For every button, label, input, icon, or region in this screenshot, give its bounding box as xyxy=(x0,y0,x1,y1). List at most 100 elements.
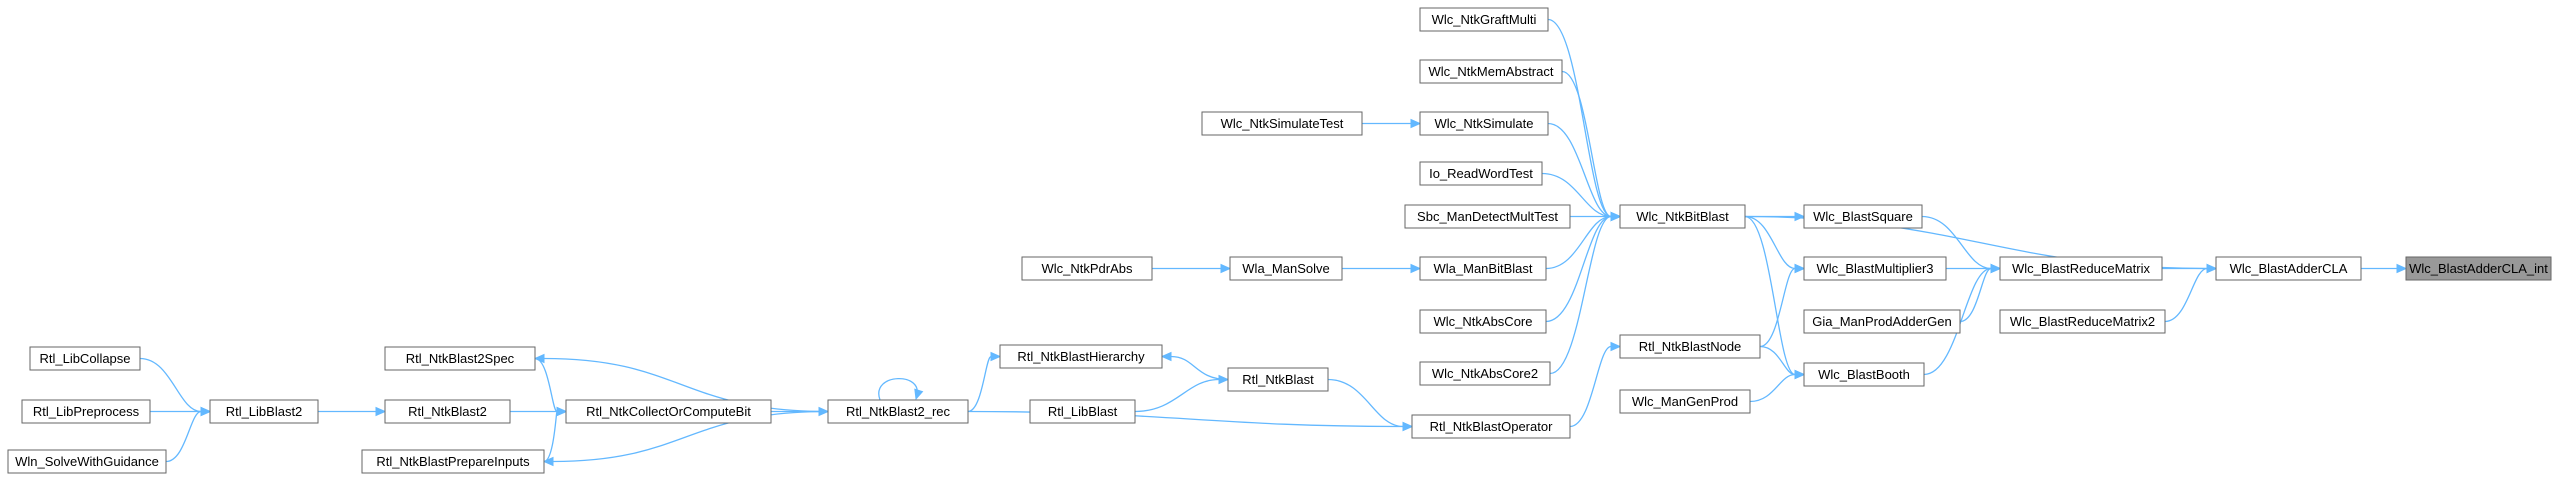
edge-arrowhead xyxy=(375,406,387,417)
node-wlc-blastbooth[interactable]: Wlc_BlastBooth xyxy=(1803,362,1925,387)
edge-line xyxy=(543,357,829,413)
node-label: Rtl_LibPreprocess xyxy=(33,404,140,419)
node-label: Wlc_NtkMemAbstract xyxy=(1429,64,1554,79)
node-rtl-ntkblast2[interactable]: Rtl_NtkBlast2 xyxy=(384,399,511,424)
node-box xyxy=(1021,256,1153,281)
node-wla-mansolve[interactable]: Wla_ManSolve xyxy=(1229,256,1343,281)
edge-rtlLibBlast-to-rtlNtkBlast xyxy=(1134,374,1230,413)
node-rtl-ntkblasthierarchy[interactable]: Rtl_NtkBlastHierarchy xyxy=(999,344,1163,369)
node-wlc-blastmultiplier3[interactable]: Wlc_BlastMultiplier3 xyxy=(1803,256,1947,281)
edge-line xyxy=(878,378,918,401)
edge-reduceMatrix2-to-adderCLA xyxy=(2164,263,2218,323)
node-label: Rtl_NtkBlast2 xyxy=(408,404,487,419)
edge-line xyxy=(1923,267,1992,376)
node-box xyxy=(1419,309,1547,334)
node-label: Wlc_BlastSquare xyxy=(1813,209,1913,224)
node-rtl-libpreprocess[interactable]: Rtl_LibPreprocess xyxy=(21,399,151,424)
edge-rtlBlastNode-to-mult3 xyxy=(1759,263,1806,348)
node-label: Wlc_BlastAdderCLA xyxy=(2230,261,2348,276)
call-graph-edges xyxy=(139,18,2408,467)
node-rtl-ntkblast2-rec[interactable]: Rtl_NtkBlast2_rec xyxy=(827,399,969,424)
edge-graftMulti-to-bitBlast xyxy=(1547,18,1622,222)
node-label: Rtl_NtkCollectOrComputeBit xyxy=(586,404,751,419)
edge-pdrAbs-to-wlaManSolve xyxy=(1152,263,1232,274)
node-rtl-ntkblastprepareinputs[interactable]: Rtl_NtkBlastPrepareInputs xyxy=(361,449,545,474)
node-label: Rtl_NtkBlastHierarchy xyxy=(1017,349,1145,364)
edge-wlnSolve-to-libBlast2 xyxy=(165,406,212,463)
node-label: Rtl_LibBlast2 xyxy=(226,404,303,419)
edge-arrowhead xyxy=(2206,263,2218,274)
node-box xyxy=(29,346,141,371)
node-io-readwordtest[interactable]: Io_ReadWordTest xyxy=(1419,161,1543,186)
node-wlc-ntksimulatetest[interactable]: Wlc_NtkSimulateTest xyxy=(1201,111,1363,136)
node-label: Rtl_NtkBlast2Spec xyxy=(406,351,515,366)
edge-arrowhead xyxy=(1218,374,1230,385)
node-label: Rtl_NtkBlastNode xyxy=(1639,339,1742,354)
node-wlc-ntkgraftmulti[interactable]: Wlc_NtkGraftMulti xyxy=(1419,7,1549,32)
node-label: Wlc_NtkPdrAbs xyxy=(1041,261,1133,276)
node-box xyxy=(1619,204,1746,229)
node-rtl-ntkblast[interactable]: Rtl_NtkBlast xyxy=(1227,367,1329,392)
node-label: Rtl_NtkBlast2_rec xyxy=(846,404,951,419)
edge-absCore2-to-bitBlast xyxy=(1549,211,1622,375)
node-box xyxy=(1229,256,1343,281)
node-label: Wla_ManBitBlast xyxy=(1434,261,1533,276)
node-rtl-ntkblast2spec[interactable]: Rtl_NtkBlast2Spec xyxy=(384,346,536,371)
node-box xyxy=(1803,256,1947,281)
node-rtl-ntkblastoperator[interactable]: Rtl_NtkBlastOperator xyxy=(1411,414,1571,439)
edge-line xyxy=(1921,215,1992,270)
node-label: Wlc_BlastMultiplier3 xyxy=(1816,261,1933,276)
edge-line xyxy=(543,410,558,463)
node-sbc-mandetectmulttest[interactable]: Sbc_ManDetectMultTest xyxy=(1404,204,1571,229)
edge-line xyxy=(1545,215,1612,270)
node-label: Rtl_NtkBlast xyxy=(1242,372,1314,387)
node-wlc-blastaddercla[interactable]: Wlc_BlastAdderCLA xyxy=(2215,256,2362,281)
edge-arrowhead xyxy=(1410,118,1422,129)
node-box xyxy=(1419,59,1563,84)
node-label: Wlc_NtkSimulate xyxy=(1435,116,1534,131)
node-gia-manprodaddergen[interactable]: Gia_ManProdAdderGen xyxy=(1803,309,1961,334)
edge-line xyxy=(1759,267,1796,348)
node-wln-solvewithguidance[interactable]: Wln_SolveWithGuidance xyxy=(7,449,167,474)
node-label: Wlc_NtkAbsCore xyxy=(1434,314,1533,329)
node-label: Rtl_LibBlast xyxy=(1048,404,1118,419)
node-label: Wlc_BlastReduceMatrix2 xyxy=(2010,314,2155,329)
edge-line xyxy=(1134,378,1220,413)
edge-simulateTest-to-simulate xyxy=(1362,118,1422,129)
node-rtl-libblast2[interactable]: Rtl_LibBlast2 xyxy=(209,399,319,424)
node-box xyxy=(1029,399,1136,424)
edge-arrowhead xyxy=(990,351,1002,362)
edge-blast2rec-to-prepare xyxy=(542,410,829,467)
node-label: Wlc_NtkSimulateTest xyxy=(1221,116,1344,131)
node-box xyxy=(1419,7,1549,32)
node-rtl-libcollapse[interactable]: Rtl_LibCollapse xyxy=(29,346,141,371)
node-wlc-ntkabscore[interactable]: Wlc_NtkAbsCore xyxy=(1419,309,1547,334)
node-label: Io_ReadWordTest xyxy=(1429,166,1533,181)
edge-memAbstract-to-bitBlast xyxy=(1561,70,1622,222)
node-wlc-ntksimulate[interactable]: Wlc_NtkSimulate xyxy=(1419,111,1549,136)
edge-arrowhead xyxy=(1610,341,1622,352)
edge-booth-to-reduceMatrix xyxy=(1923,263,2002,376)
node-box xyxy=(1419,256,1547,281)
edge-arrowhead xyxy=(1794,369,1806,380)
node-box xyxy=(1619,389,1751,414)
node-wlc-blastreducematrix[interactable]: Wlc_BlastReduceMatrix xyxy=(1999,256,2163,281)
node-wlc-ntkmemabstract[interactable]: Wlc_NtkMemAbstract xyxy=(1419,59,1563,84)
node-rtl-ntkblastnode[interactable]: Rtl_NtkBlastNode xyxy=(1619,334,1761,359)
edge-arrowhead xyxy=(914,388,924,401)
node-wlc-ntkabscore2[interactable]: Wlc_NtkAbsCore2 xyxy=(1419,361,1551,386)
node-label: Wlc_BlastReduceMatrix xyxy=(2012,261,2150,276)
node-wlc-blastsquare[interactable]: Wlc_BlastSquare xyxy=(1803,204,1923,229)
node-wlc-ntkpdrabs[interactable]: Wlc_NtkPdrAbs xyxy=(1021,256,1153,281)
node-wla-manbitblast[interactable]: Wla_ManBitBlast xyxy=(1419,256,1547,281)
edge-arrowhead xyxy=(818,406,830,417)
node-wlc-ntkbitblast[interactable]: Wlc_NtkBitBlast xyxy=(1619,204,1746,229)
edge-arrowhead xyxy=(1410,263,1422,274)
node-wlc-blastreducematrix2[interactable]: Wlc_BlastReduceMatrix2 xyxy=(1999,309,2166,334)
node-wlc-mangenprod[interactable]: Wlc_ManGenProd xyxy=(1619,389,1751,414)
edge-libBlast2-to-ntkBlast2 xyxy=(317,406,387,417)
node-box xyxy=(1419,361,1551,386)
node-rtl-libblast[interactable]: Rtl_LibBlast xyxy=(1029,399,1136,424)
node-rtl-ntkcollectorcomputebit[interactable]: Rtl_NtkCollectOrComputeBit xyxy=(565,399,772,424)
